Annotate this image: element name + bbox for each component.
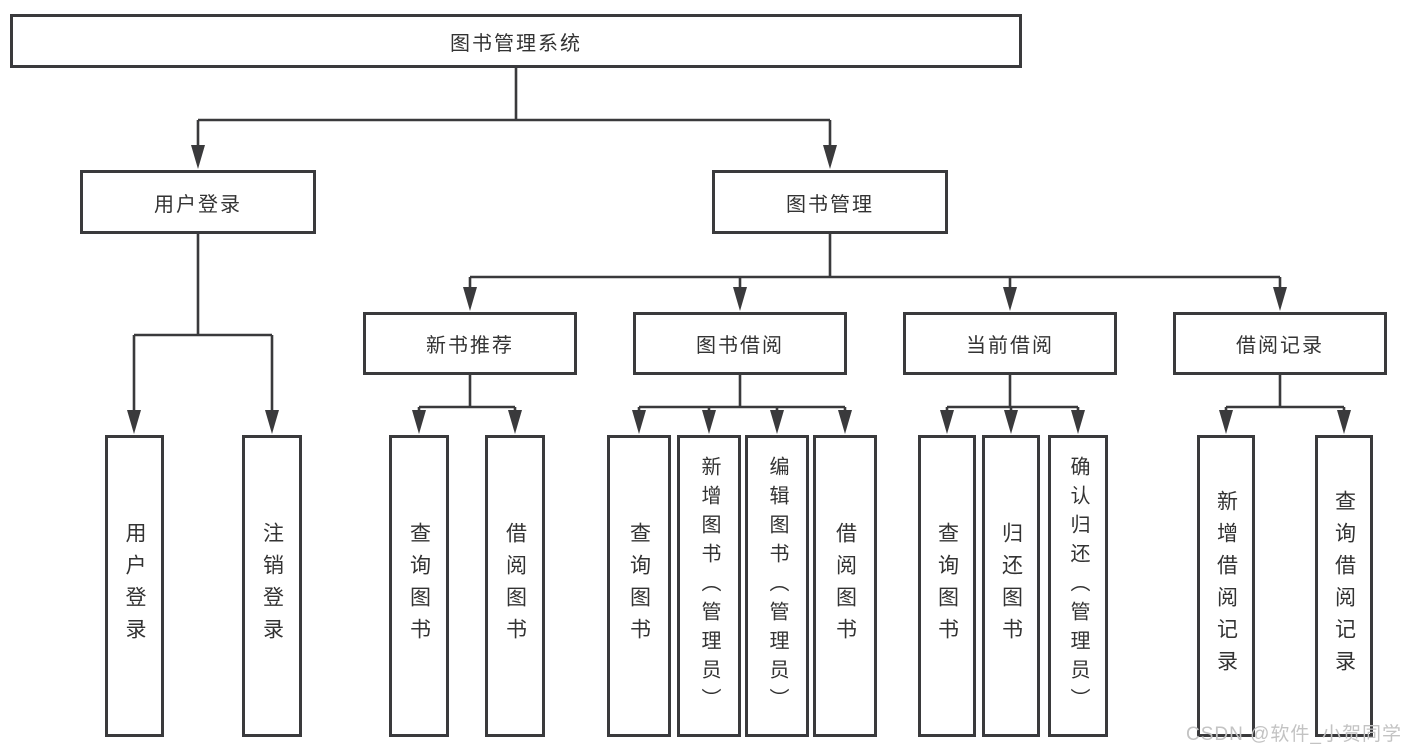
node-leaf-bb-edit-label: 编辑图书（管理员） [766, 455, 788, 717]
connector-newbookrec-to-leaves [417, 375, 517, 412]
node-current-borrow: 当前借阅 [903, 312, 1117, 375]
node-leaf-cb-confirm-label: 确认归还（管理员） [1067, 455, 1089, 717]
node-leaf-br-add-label: 新增借阅记录 [1214, 490, 1238, 682]
connector-currentborrow-to-leaves [945, 375, 1080, 412]
node-new-book-rec: 新书推荐 [363, 312, 577, 375]
node-leaf-bb-edit: 编辑图书（管理员） [745, 435, 809, 737]
node-book-mgmt-label: 图书管理 [786, 193, 874, 216]
node-leaf-bb-query-label: 查询图书 [627, 522, 651, 650]
connector-userlogin-to-leaves [132, 234, 274, 411]
node-borrow-records-label: 借阅记录 [1236, 335, 1324, 357]
connector-bookborrow-to-leaves [637, 375, 847, 412]
node-new-book-rec-label: 新书推荐 [426, 335, 514, 357]
node-leaf-user-login-label: 用户登录 [123, 522, 146, 650]
node-leaf-cb-return: 归还图书 [982, 435, 1040, 737]
node-root: 图书管理系统 [10, 14, 1022, 68]
node-book-borrow: 图书借阅 [633, 312, 847, 375]
node-leaf-user-login: 用户登录 [105, 435, 164, 737]
node-leaf-bb-add: 新增图书（管理员） [677, 435, 741, 737]
connector-borrowrecords-to-leaves [1224, 375, 1346, 412]
connector-bookmgmt-to-level3 [468, 234, 1282, 288]
node-leaf-cb-query: 查询图书 [918, 435, 976, 737]
node-leaf-cb-query-label: 查询图书 [935, 522, 959, 650]
node-leaf-logout-label: 注销登录 [260, 522, 284, 650]
node-leaf-nb-query: 查询图书 [389, 435, 449, 737]
node-leaf-nb-borrow: 借阅图书 [485, 435, 545, 737]
csdn-watermark: CSDN @软件_小贺同学 [1186, 724, 1402, 745]
node-leaf-bb-query: 查询图书 [607, 435, 671, 737]
node-root-label: 图书管理系统 [450, 32, 582, 55]
node-current-borrow-label: 当前借阅 [966, 335, 1054, 357]
node-leaf-br-query: 查询借阅记录 [1315, 435, 1373, 737]
node-leaf-cb-return-label: 归还图书 [999, 522, 1023, 650]
node-leaf-logout: 注销登录 [242, 435, 302, 737]
node-book-borrow-label: 图书借阅 [696, 335, 784, 357]
node-leaf-bb-add-label: 新增图书（管理员） [698, 455, 720, 717]
node-book-mgmt: 图书管理 [712, 170, 948, 234]
node-borrow-records: 借阅记录 [1173, 312, 1387, 375]
node-leaf-nb-borrow-label: 借阅图书 [503, 522, 527, 650]
node-leaf-br-add: 新增借阅记录 [1197, 435, 1255, 737]
arrowheads [127, 145, 1351, 434]
node-leaf-bb-borrow: 借阅图书 [813, 435, 877, 737]
connector-root-to-level2 [196, 68, 832, 146]
node-leaf-nb-query-label: 查询图书 [407, 522, 431, 650]
node-user-login: 用户登录 [80, 170, 316, 234]
node-user-login-label: 用户登录 [154, 193, 242, 216]
node-leaf-bb-borrow-label: 借阅图书 [833, 522, 857, 650]
node-leaf-cb-confirm: 确认归还（管理员） [1048, 435, 1108, 737]
node-leaf-br-query-label: 查询借阅记录 [1332, 490, 1356, 682]
